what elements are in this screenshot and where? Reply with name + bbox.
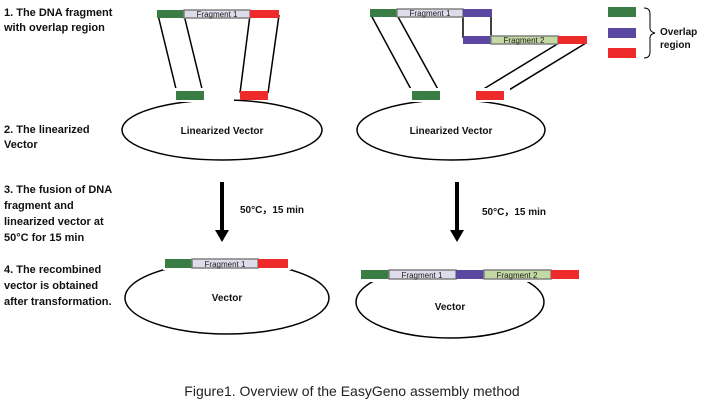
legend-green <box>608 7 636 17</box>
svg-text:after transformation.: after transformation. <box>4 296 112 308</box>
legend-red <box>608 48 636 58</box>
vector-label: Vector <box>435 302 466 313</box>
step-3-label: 3. The fusion of DNA fragment and linear… <box>4 184 112 244</box>
figure-caption: Figure1. Overview of the EasyGeno assemb… <box>184 383 519 399</box>
overlap-purple <box>456 270 484 279</box>
svg-text:with overlap region: with overlap region <box>3 22 105 34</box>
brace-icon <box>643 7 656 59</box>
svg-text:1. The DNA fragment: 1. The DNA fragment <box>4 7 113 19</box>
svg-text:fragment and: fragment and <box>4 200 74 212</box>
legend-purple <box>608 28 636 38</box>
svg-text:linearized vector at: linearized vector at <box>4 216 104 228</box>
svg-text:2. The linearized: 2. The linearized <box>4 124 90 136</box>
overlap-red <box>250 10 279 18</box>
step-2-label: 2. The linearized Vector <box>4 124 90 151</box>
condition-label: 50°C，15 min <box>240 205 304 216</box>
vector-label: Vector <box>212 293 243 304</box>
overlap-red <box>551 270 579 279</box>
linearized-vector-label: Linearized Vector <box>181 126 264 137</box>
right-fragment-top <box>370 14 587 94</box>
overlap-red <box>258 259 288 268</box>
fragment-2-label: Fragment 2 <box>504 36 545 45</box>
overlap-purple <box>463 36 491 44</box>
fragment-1-label: Fragment 1 <box>410 9 451 18</box>
svg-text:4. The recombined: 4. The recombined <box>4 264 101 276</box>
vector-end-green <box>412 91 440 100</box>
fragment-1-label: Fragment 1 <box>402 271 443 280</box>
arrow-down-icon <box>450 182 464 242</box>
legend-label: region <box>660 40 691 51</box>
step-1-label: 1. The DNA fragment with overlap region <box>3 7 113 34</box>
legend-label: Overlap <box>660 27 697 38</box>
svg-text:50°C for 15 min: 50°C for 15 min <box>4 232 84 244</box>
vector-end-green <box>176 91 204 100</box>
vector-end-red <box>476 91 504 100</box>
svg-text:vector is obtained: vector is obtained <box>4 280 98 292</box>
linearized-vector-label: Linearized Vector <box>410 126 493 137</box>
fragment-1-label: Fragment 1 <box>205 260 246 269</box>
svg-text:3. The fusion of DNA: 3. The fusion of DNA <box>4 184 112 196</box>
vector-end-red <box>240 91 268 100</box>
condition-label: 50°C，15 min <box>482 207 546 218</box>
fragment-1-label: Fragment 1 <box>197 10 238 19</box>
overlap-green <box>165 259 192 268</box>
overlap-green <box>370 9 397 17</box>
step-4-label: 4. The recombined vector is obtained aft… <box>4 264 112 308</box>
overlap-green <box>157 10 184 18</box>
left-fragment-top <box>157 14 280 94</box>
overlap-purple <box>463 9 492 17</box>
overlap-green <box>361 270 389 279</box>
overlap-red <box>558 36 587 44</box>
fragment-2-label: Fragment 2 <box>497 271 538 280</box>
arrow-down-icon <box>215 182 229 242</box>
svg-text:Vector: Vector <box>4 139 38 151</box>
